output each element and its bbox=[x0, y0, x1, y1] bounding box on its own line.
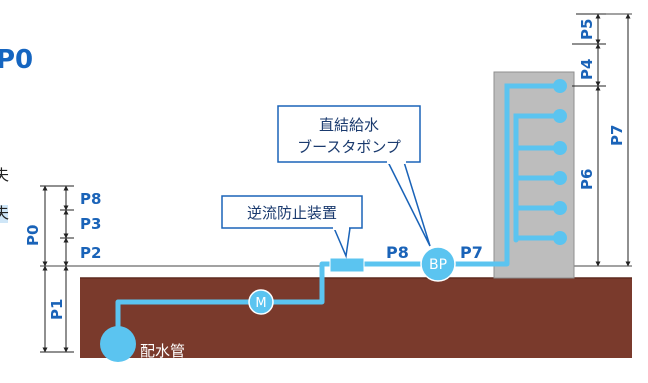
dim-label-p6: P6 bbox=[578, 169, 596, 190]
pipe-label-p7: P7 bbox=[460, 243, 483, 262]
fixture-dot bbox=[553, 79, 567, 93]
main-pipe-label: 配水管 bbox=[140, 342, 185, 360]
pipe-label-p8: P8 bbox=[386, 243, 409, 262]
fixture-dot bbox=[553, 171, 567, 185]
check-valve-block bbox=[329, 257, 365, 273]
fixture-dot bbox=[553, 201, 567, 215]
fixture-dot bbox=[553, 141, 567, 155]
left-fragment-1: 夫 bbox=[0, 166, 9, 184]
meter-label: M bbox=[255, 296, 266, 311]
fixture-dots bbox=[553, 79, 567, 245]
meter-circle bbox=[248, 289, 274, 315]
dim-label-p5: P5 bbox=[578, 19, 596, 40]
left-fragment-highlight bbox=[0, 205, 8, 223]
dim-label-p0: P0 bbox=[24, 225, 42, 246]
main-pipe-circle bbox=[100, 326, 136, 362]
booster-pump-label: BP bbox=[429, 257, 447, 273]
dim-label-p7: P7 bbox=[608, 125, 626, 146]
fixture-dot bbox=[553, 231, 567, 245]
left-fragment-2: 夫 bbox=[0, 204, 9, 222]
right-dimensions bbox=[572, 13, 631, 267]
booster-pump-circle bbox=[420, 246, 456, 282]
dim-label-p8: P8 bbox=[80, 190, 101, 208]
ground bbox=[80, 278, 632, 358]
check-valve-callout: 逆流防止装置 bbox=[221, 195, 363, 259]
building-risers bbox=[504, 83, 559, 267]
fixture-dot bbox=[553, 109, 567, 123]
booster-text-line1: 直結給水 bbox=[319, 116, 379, 134]
dim-label-p2: P2 bbox=[80, 244, 101, 262]
left-dimensions bbox=[40, 185, 74, 353]
dim-label-p3: P3 bbox=[80, 215, 101, 233]
supply-pipe bbox=[115, 261, 507, 340]
dim-label-p4: P4 bbox=[578, 59, 596, 80]
dim-label-p1: P1 bbox=[48, 299, 66, 320]
heading-p0: P0 bbox=[0, 45, 33, 75]
booster-text-line2: ブースタポンプ bbox=[297, 138, 401, 156]
booster-callout: 直結給水 ブースタポンプ bbox=[277, 105, 431, 247]
check-valve-text: 逆流防止装置 bbox=[247, 204, 337, 222]
